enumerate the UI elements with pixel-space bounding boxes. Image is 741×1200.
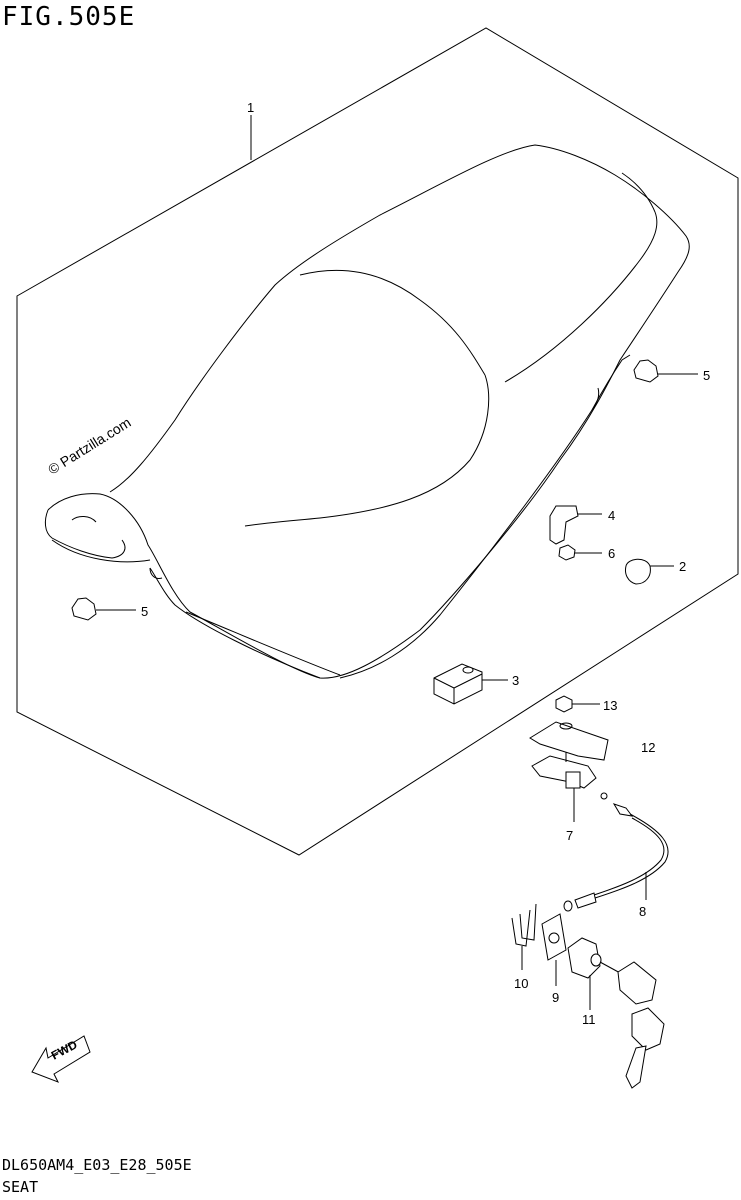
callout-5-left: 5 bbox=[141, 604, 148, 619]
figure-title: FIG.505E bbox=[2, 2, 136, 32]
assembly-boundary bbox=[16, 27, 739, 856]
callout-12: 12 bbox=[641, 740, 655, 755]
callout-2: 2 bbox=[679, 559, 686, 574]
callout-8: 8 bbox=[639, 904, 646, 919]
part-7-latch bbox=[531, 752, 597, 822]
callout-10: 10 bbox=[514, 976, 528, 991]
part-5-right bbox=[633, 359, 698, 383]
callout-9: 9 bbox=[552, 990, 559, 1005]
callout-5-right: 5 bbox=[703, 368, 710, 383]
part-8-cable bbox=[563, 792, 669, 912]
part-12-plate bbox=[529, 721, 609, 761]
part-2-knob bbox=[625, 558, 674, 585]
callout-6: 6 bbox=[608, 546, 615, 561]
part-13-nut bbox=[555, 695, 600, 713]
part-10-clip bbox=[511, 903, 537, 970]
callout-13: 13 bbox=[603, 698, 617, 713]
watermark: © Partzilla.com bbox=[45, 414, 133, 478]
callout-4: 4 bbox=[608, 508, 615, 523]
part-6-nut bbox=[558, 544, 602, 561]
part-9-plate bbox=[541, 913, 567, 986]
fwd-arrow-icon: FWD bbox=[31, 1035, 91, 1083]
part-5-left bbox=[71, 597, 136, 621]
figure-code: DL650AM4_E03_E28_505E bbox=[2, 1156, 192, 1174]
callout-7: 7 bbox=[566, 828, 573, 843]
callout-3: 3 bbox=[512, 673, 519, 688]
callout-1: 1 bbox=[247, 100, 254, 115]
part-11-lock-keys bbox=[567, 937, 665, 1089]
callout-11: 11 bbox=[582, 1012, 596, 1027]
part-3-block bbox=[433, 663, 508, 705]
seat-body bbox=[44, 144, 690, 679]
part-4-bracket bbox=[549, 505, 602, 545]
figure-name: SEAT bbox=[2, 1178, 39, 1196]
